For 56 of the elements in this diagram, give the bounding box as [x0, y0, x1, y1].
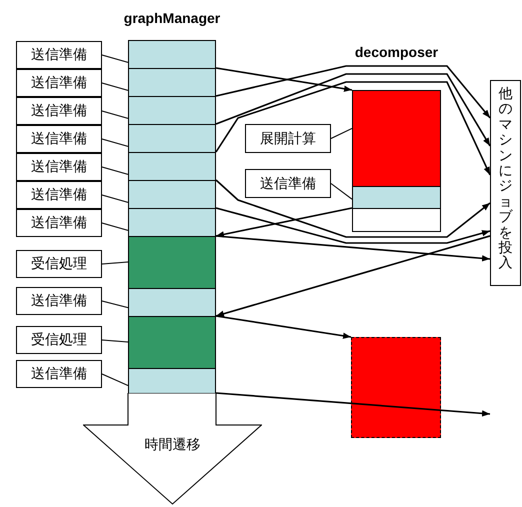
- leader-line: [102, 110, 128, 119]
- leader-line: [102, 374, 128, 386]
- leader-line: [102, 300, 128, 308]
- leader-line: [102, 138, 128, 147]
- step-label: 送信準備: [16, 69, 102, 97]
- step-label: 受信処理: [16, 326, 102, 354]
- arrow: [215, 81, 491, 176]
- timeline-segment: [128, 96, 216, 125]
- timeline-segment: [128, 368, 216, 394]
- leader-line: [102, 194, 128, 203]
- timeline-segment: [128, 288, 216, 317]
- arrow: [216, 392, 490, 417]
- arrow: [215, 179, 490, 238]
- step-label: 送信準備: [16, 209, 102, 237]
- step-label: 送信準備: [16, 287, 102, 315]
- job-submit-box: 他のマシンにジョブを投入: [490, 80, 521, 286]
- timeline-segment: [128, 208, 216, 237]
- timeline-segment: [352, 208, 441, 232]
- leader-line: [102, 54, 128, 63]
- arrow: [216, 207, 352, 238]
- arrow: [216, 73, 491, 146]
- leader-line: [102, 82, 128, 91]
- arrow: [216, 235, 490, 262]
- arrow: [216, 315, 352, 339]
- step-label: 送信準備: [16, 97, 102, 125]
- leader-line: [102, 222, 128, 231]
- timeline-segment: [128, 152, 216, 181]
- step-label: 送信準備: [245, 169, 331, 198]
- lane-title: decomposer: [354, 44, 438, 60]
- process-block: [351, 337, 441, 438]
- timeline-segment: [352, 90, 441, 187]
- arrow: [216, 67, 352, 92]
- timeline-segment: [128, 68, 216, 97]
- step-label: 送信準備: [16, 125, 102, 153]
- lane-title: graphManager: [124, 10, 220, 26]
- leader-line: [330, 128, 352, 139]
- timeline-segment: [128, 40, 216, 69]
- step-label: 送信準備: [16, 181, 102, 209]
- step-label: 受信処理: [16, 250, 102, 278]
- step-label: 送信準備: [16, 153, 102, 181]
- step-label: 送信準備: [16, 360, 102, 388]
- arrow: [216, 207, 490, 244]
- step-label: 送信準備: [16, 41, 102, 69]
- leader-line: [102, 340, 128, 342]
- step-label: 展開計算: [245, 124, 331, 153]
- time-label: 時間遷移: [144, 436, 202, 454]
- timeline-segment: [128, 316, 216, 369]
- timeline-segment: [128, 124, 216, 153]
- timeline-segment: [352, 186, 441, 209]
- arrow: [216, 235, 490, 317]
- leader-line: [102, 262, 128, 264]
- leader-line: [102, 166, 128, 175]
- timeline-segment: [128, 180, 216, 209]
- arrow: [216, 65, 491, 118]
- timeline-segment: [128, 236, 216, 289]
- leader-line: [330, 183, 352, 200]
